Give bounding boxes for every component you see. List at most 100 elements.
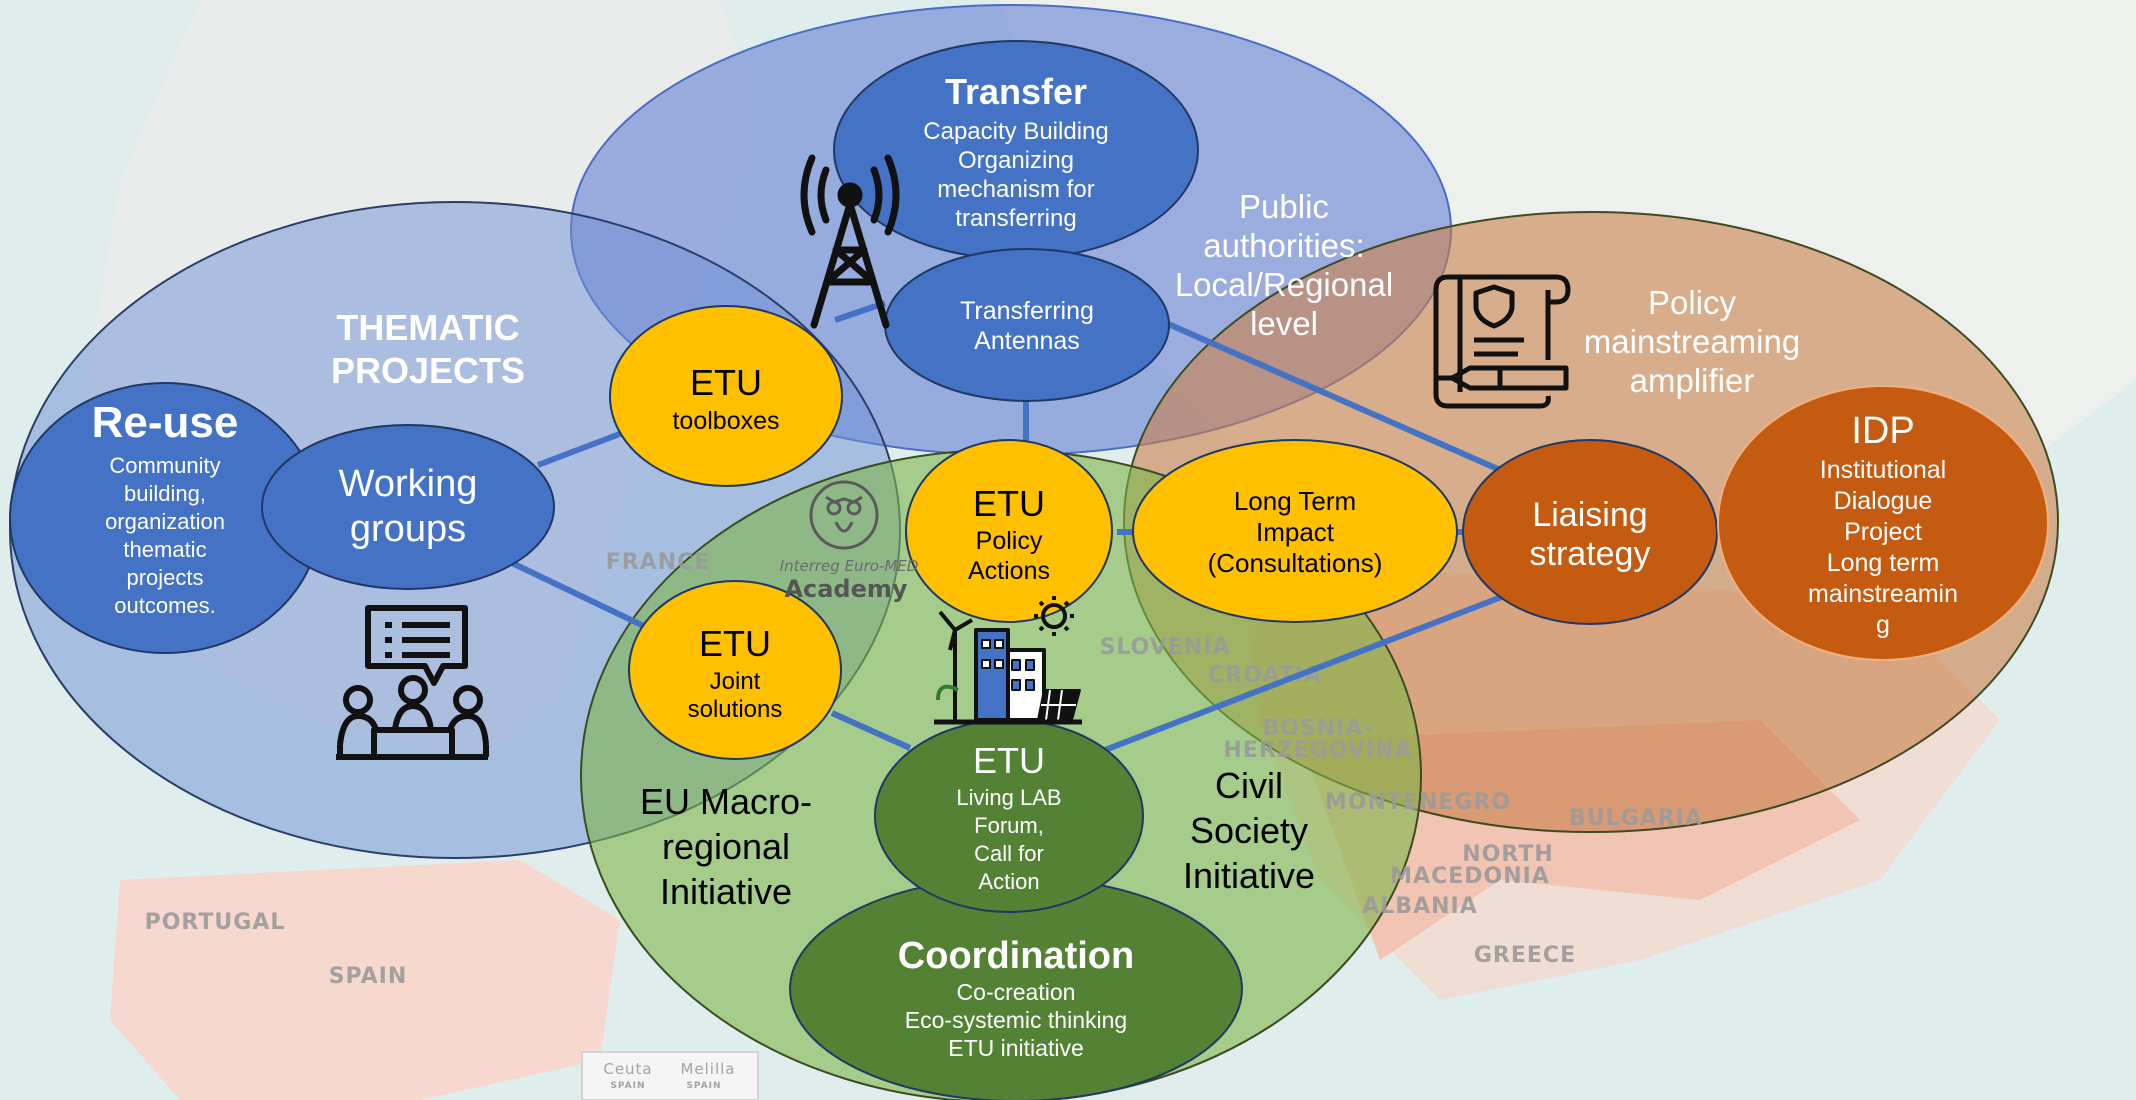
connector-livinglab-liaising bbox=[1103, 593, 1506, 753]
node-etu-policy-actions bbox=[905, 439, 1113, 623]
coordination-title: Coordination bbox=[898, 935, 1134, 977]
map-label-slovenia: SLOVENIA bbox=[1100, 635, 1231, 660]
eu-macro-label-2: regional bbox=[662, 826, 790, 867]
node-liaising-strategy bbox=[1462, 439, 1718, 625]
node-working-groups bbox=[261, 424, 555, 590]
transfer-line-4: transferring bbox=[955, 205, 1076, 232]
transfer-line-3: mechanism for bbox=[937, 176, 1094, 203]
coordination-line-1: Co-creation bbox=[957, 979, 1076, 1005]
map-label-melilla-sub: SPAIN bbox=[686, 1081, 721, 1091]
policy-actions-line-3: Actions bbox=[968, 557, 1050, 585]
idp-line-6: g bbox=[1876, 611, 1890, 639]
academy-line-2: Academy bbox=[784, 575, 907, 603]
long-term-line-1: Long Term bbox=[1234, 486, 1356, 516]
reuse-line-1: Community bbox=[109, 453, 220, 478]
public-label-4: level bbox=[1250, 305, 1318, 342]
map-label-north-2: MACEDONIA bbox=[1390, 864, 1550, 889]
living-lab-line-1: ETU bbox=[973, 740, 1045, 781]
living-lab-line-4: Call for bbox=[974, 841, 1044, 866]
reuse-line-3: organization bbox=[105, 509, 225, 534]
coordination-line-2: Eco-systemic thinking bbox=[905, 1007, 1127, 1033]
living-lab-line-2: Living LAB bbox=[956, 785, 1061, 810]
liaising-line-2: strategy bbox=[1530, 535, 1651, 573]
map-label-bosnia-2: HERZEGOVINA bbox=[1223, 738, 1412, 763]
reuse-line-2: building, bbox=[124, 481, 206, 506]
node-etu-joint-solutions bbox=[628, 580, 842, 760]
connector-working-toolboxes bbox=[536, 429, 627, 468]
antennas-line-1: Transferring bbox=[960, 297, 1094, 325]
reuse-line-4: thematic bbox=[123, 537, 206, 562]
eu-macro-label-1: EU Macro- bbox=[640, 781, 812, 822]
meeting-icon bbox=[336, 605, 489, 760]
joint-line-2: Joint bbox=[710, 668, 761, 695]
map-label-albania: ALBANIA bbox=[1362, 894, 1477, 919]
coordination-line-3: ETU initiative bbox=[948, 1035, 1083, 1061]
certificate-pen-icon bbox=[1433, 274, 1571, 409]
node-etu-toolboxes bbox=[609, 305, 843, 487]
map-label-ceuta-sub: SPAIN bbox=[610, 1081, 645, 1091]
joint-line-1: ETU bbox=[699, 623, 771, 664]
living-lab-line-3: Forum, bbox=[974, 813, 1044, 838]
joint-line-3: solutions bbox=[688, 696, 783, 723]
connector-antennas-liaising bbox=[1164, 320, 1502, 473]
idp-title: IDP bbox=[1851, 410, 1914, 452]
node-long-term-impact bbox=[1132, 439, 1458, 623]
map-label-bulgaria: BULGARIA bbox=[1569, 806, 1703, 831]
node-idp bbox=[1717, 385, 2049, 661]
policy-label-1: Policy bbox=[1648, 284, 1737, 321]
eu-macro-label-3: Initiative bbox=[660, 871, 792, 912]
map-label-north-1: NORTH bbox=[1462, 842, 1554, 867]
map-label-spain: SPAIN bbox=[329, 964, 408, 989]
idp-line-2: Dialogue bbox=[1834, 487, 1933, 515]
reuse-line-5: projects bbox=[126, 565, 203, 590]
idp-line-5: mainstreamin bbox=[1808, 580, 1958, 608]
map-label-bosnia-1: BOSNIA- bbox=[1262, 716, 1373, 741]
idp-line-4: Long term bbox=[1827, 549, 1940, 577]
map-label-greece: GREECE bbox=[1474, 943, 1576, 968]
public-label-1: Public bbox=[1239, 188, 1329, 225]
toolboxes-line-1: ETU bbox=[690, 362, 762, 403]
node-transferring-antennas bbox=[884, 248, 1170, 402]
civil-label-3: Initiative bbox=[1183, 855, 1315, 896]
map-country-labels: FRANCE PORTUGAL SPAIN SLOVENIA CROATIA B… bbox=[145, 550, 1703, 1091]
toolboxes-line-2: toolboxes bbox=[672, 407, 779, 435]
reuse-title: Re-use bbox=[92, 398, 239, 447]
antennas-line-2: Antennas bbox=[974, 327, 1080, 355]
map-label-ceuta: Ceuta bbox=[603, 1060, 652, 1078]
policy-label-2: mainstreaming bbox=[1584, 323, 1800, 360]
living-lab-line-5: Action bbox=[978, 869, 1039, 894]
transfer-line-2: Organizing bbox=[958, 147, 1074, 174]
thematic-label-2: PROJECTS bbox=[331, 350, 525, 391]
map-label-montenegro: MONTENEGRO bbox=[1325, 790, 1511, 815]
long-term-line-2: Impact bbox=[1256, 517, 1335, 547]
reuse-line-6: outcomes. bbox=[114, 593, 216, 618]
map-label-melilla: Melilla bbox=[680, 1060, 735, 1078]
academy-line-1: Interreg Euro-MED bbox=[780, 557, 919, 575]
antenna-tower-icon bbox=[800, 154, 900, 329]
policy-label-3: amplifier bbox=[1630, 362, 1755, 399]
policy-actions-line-2: Policy bbox=[976, 527, 1043, 555]
policy-actions-line-1: ETU bbox=[973, 483, 1045, 524]
connector-working-joint bbox=[510, 560, 650, 631]
map-label-portugal: PORTUGAL bbox=[145, 910, 286, 935]
owl-icon bbox=[809, 480, 879, 550]
public-label-3: Local/Regional bbox=[1175, 266, 1393, 303]
long-term-line-3: (Consultations) bbox=[1208, 548, 1383, 578]
ceuta-melilla-inset bbox=[581, 1051, 759, 1100]
civil-label-2: Society bbox=[1190, 810, 1308, 851]
liaising-line-1: Liaising bbox=[1532, 496, 1647, 534]
map-label-france: FRANCE bbox=[606, 550, 711, 575]
civil-label-1: Civil bbox=[1215, 765, 1283, 806]
thematic-label-1: THEMATIC bbox=[336, 307, 519, 348]
working-line-2: groups bbox=[350, 508, 466, 550]
transfer-line-1: Capacity Building bbox=[923, 118, 1108, 145]
sustainable-city-icon bbox=[934, 596, 1082, 725]
idp-line-1: Institutional bbox=[1820, 456, 1946, 484]
connector-joint-livinglab bbox=[830, 710, 912, 751]
idp-line-3: Project bbox=[1844, 518, 1922, 546]
transfer-title: Transfer bbox=[945, 71, 1087, 112]
working-line-1: Working bbox=[339, 463, 478, 505]
public-label-2: authorities: bbox=[1203, 227, 1364, 264]
